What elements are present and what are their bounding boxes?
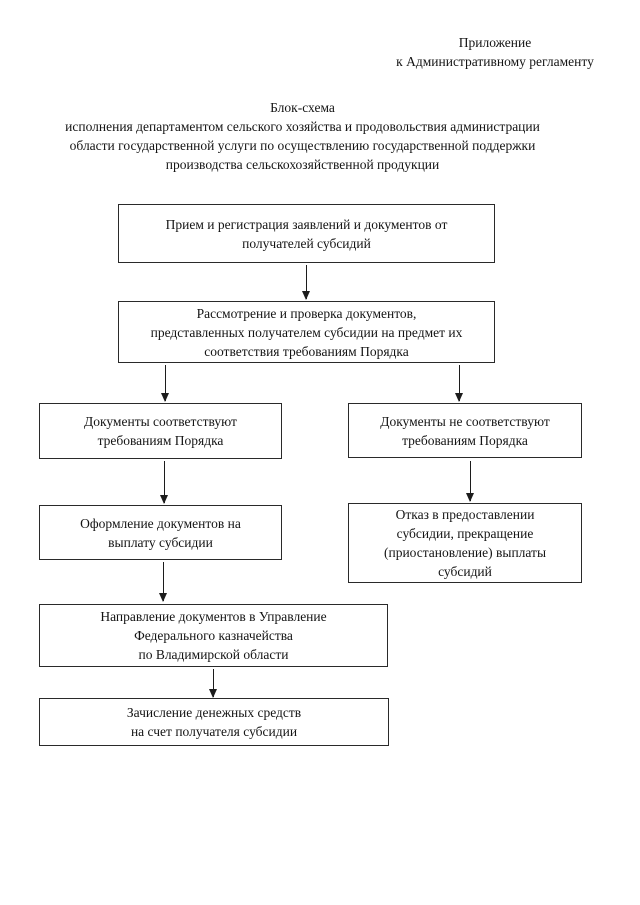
flow-box-crediting-funds: Зачисление денежных средств на счет полу… <box>39 698 389 746</box>
flow-box-line: Отказ в предоставлении <box>395 507 535 522</box>
flow-box-line: соответствия требованиям Порядка <box>204 343 409 359</box>
title-line: области государственной услуги по осущес… <box>69 138 536 153</box>
flow-box-receive-registration: Прием и регистрация заявлений и документ… <box>118 204 495 263</box>
flow-box-line: Федерального казначейства <box>134 628 293 643</box>
flow-box-line: требованиям Порядка <box>97 433 224 448</box>
header-line: Приложение <box>458 35 532 50</box>
flow-box-line: Документы не соответствуют <box>380 413 550 429</box>
flow-box-review-check: Рассмотрение и проверка документов, пред… <box>118 301 495 363</box>
title-line: исполнения департаментом сельского хозяй… <box>65 119 540 134</box>
flow-box-line: на счет получателя субсидии <box>130 724 298 739</box>
flow-box-refusal-termination: Отказ в предоставлении субсидии, прекращ… <box>348 503 582 583</box>
flow-box-line: Зачисление денежных средств <box>126 705 302 720</box>
flow-box-docs-comply: Документы соответствуют требованиям Поря… <box>39 403 282 459</box>
flow-box-line: (приостановление) выплаты <box>383 545 547 560</box>
flow-box-docs-not-comply: Документы не соответствуют требованиям П… <box>348 403 582 458</box>
arrow-review-to-comply <box>161 365 170 402</box>
flow-box-line: представленных получателем субсидии на п… <box>150 324 463 340</box>
header-line: к Административному регламенту <box>396 54 594 69</box>
arrow-review-to-not-comply <box>455 365 464 402</box>
flow-box-line: получателей субсидий <box>242 235 371 251</box>
flow-box-line: Прием и регистрация заявлений и документ… <box>165 216 448 232</box>
arrow-receive-to-review <box>302 265 311 300</box>
flow-box-line: выплату субсидии <box>108 534 213 550</box>
page-title: Блок-схема исполнения департаментом сель… <box>10 98 595 174</box>
arrow-not-comply-to-refusal <box>466 461 475 502</box>
title-line: производства сельскохозяйственной продук… <box>165 157 440 172</box>
flow-box-line: субсидии, прекращение <box>396 526 534 541</box>
flow-box-line: по Владимирской области <box>138 647 289 662</box>
arrow-treasury-to-crediting <box>209 669 218 698</box>
title-line: Блок-схема <box>270 100 335 115</box>
flow-box-send-to-treasury: Направление документов в Управление Феде… <box>39 604 388 667</box>
arrow-paperwork-to-treasury <box>159 562 168 602</box>
flow-box-line: требованиям Порядка <box>402 432 528 448</box>
flow-box-line: субсидий <box>438 564 492 579</box>
document-header: Приложение к Административному регламент… <box>370 33 620 71</box>
flow-box-line: Рассмотрение и проверка документов, <box>196 305 417 321</box>
flow-box-payment-paperwork: Оформление документов на выплату субсиди… <box>39 505 282 560</box>
flow-box-line: Документы соответствуют <box>84 414 237 429</box>
flow-box-line: Оформление документов на <box>80 515 241 531</box>
flow-box-line: Направление документов в Управление <box>100 609 327 624</box>
arrow-comply-to-paperwork <box>160 461 169 504</box>
